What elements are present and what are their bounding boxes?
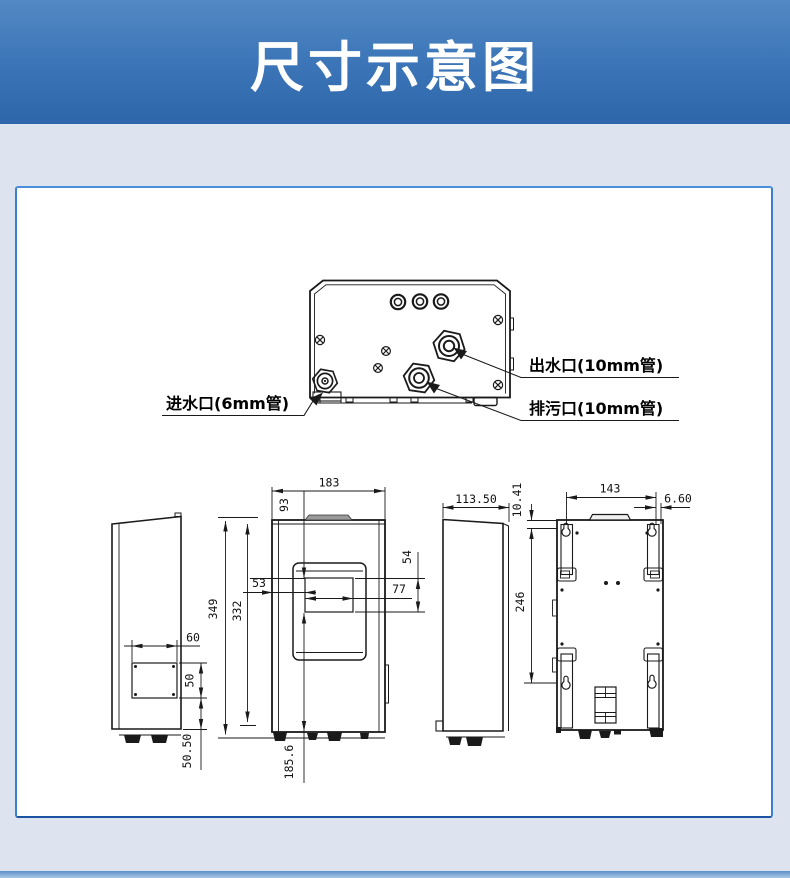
foot (124, 735, 141, 743)
svg-text:349: 349 (206, 599, 220, 620)
dim-front-height-overall: 349 (206, 517, 305, 739)
foot (599, 731, 611, 738)
svg-text:54: 54 (400, 550, 414, 564)
inlet-label: 进水口(6mm管) (166, 394, 289, 413)
dim-window-width: 77 (305, 582, 412, 601)
foot (578, 730, 592, 739)
back-left-tab (552, 599, 558, 617)
svg-text:50.50: 50.50 (180, 734, 194, 769)
dim-back-mount-span-v: 246 (513, 528, 557, 684)
svg-text:183: 183 (319, 476, 340, 490)
dim-side-box-to-bottom: 50.50 (180, 698, 207, 770)
dim-front-width: 183 (271, 476, 386, 519)
dim-side-box-height: 50 (179, 662, 207, 699)
leader-arrow (426, 381, 440, 394)
junction-box (131, 662, 178, 699)
svg-text:77: 77 (392, 582, 406, 596)
back-left-tab (552, 657, 558, 673)
back-screw-dots (560, 531, 660, 646)
side-view-left: 60 50 50.50 (111, 512, 207, 770)
drain-label: 排污口(10mm管) (529, 399, 663, 418)
top-view-foot (473, 396, 498, 407)
outlet-label: 出水口(10mm管) (529, 356, 663, 375)
foot (466, 737, 483, 746)
left-view-top-tab (174, 512, 182, 517)
junction-box-screws (134, 665, 175, 696)
screen-bezel (292, 562, 367, 661)
terminal-block (594, 686, 617, 724)
leader-arrow (309, 392, 323, 406)
svg-text:143: 143 (600, 482, 621, 496)
dim-back-mount-edge-offset: 6.60 (634, 492, 692, 524)
drain-callout: 排污口(10mm管) (426, 381, 679, 422)
diagram-panel (15, 186, 773, 818)
back-view: 143 6.60 10.41 246 (510, 482, 692, 739)
svg-text:6.60: 6.60 (664, 492, 692, 506)
drain-fitting (402, 362, 436, 394)
back-top-tab (588, 513, 632, 521)
display-window (304, 577, 354, 613)
foot (556, 727, 561, 733)
dim-front-top-to-window: 93 (250, 491, 307, 579)
svg-text:53: 53 (252, 576, 266, 590)
top-view-right-tab (509, 317, 514, 331)
top-view-inner-outline (314, 284, 506, 394)
foot (448, 737, 462, 745)
screw-icon (314, 314, 504, 391)
svg-text:246: 246 (513, 592, 527, 613)
dim-back-top-to-mount: 10.41 (510, 483, 557, 529)
side-view-right: 113.50 (435, 492, 510, 746)
leader-arrow (453, 347, 467, 360)
foot (273, 732, 287, 741)
page-title: 尺寸示意图 (250, 35, 540, 99)
top-view-right-tab (509, 357, 514, 371)
header-banner: 尺寸示意图 (0, 0, 790, 124)
footer-bar (0, 871, 790, 878)
top-view-tab (389, 397, 398, 403)
svg-text:50: 50 (183, 674, 197, 688)
top-view-tab (410, 397, 419, 403)
svg-text:10.41: 10.41 (510, 483, 524, 518)
front-top-cap (304, 514, 353, 521)
keyhole-slots (561, 522, 657, 690)
dim-window-height: 54 (355, 550, 425, 613)
svg-text:93: 93 (277, 498, 291, 512)
dim-depth: 113.50 (442, 492, 510, 522)
inlet-fitting (311, 368, 339, 394)
foot (360, 733, 369, 739)
front-right-tab (384, 664, 389, 704)
foot (649, 728, 663, 737)
outlet-callout: 出水口(10mm管) (453, 347, 679, 379)
foot (614, 730, 621, 735)
right-view-outline (442, 518, 504, 732)
dim-side-box-width: 60 (124, 631, 200, 662)
outlet-fitting (432, 329, 466, 363)
dim-back-mount-span-h: 143 (566, 482, 657, 524)
front-view-outline (271, 519, 386, 733)
dim-window-to-bottom: 185.6 (282, 613, 307, 783)
left-view-outline (111, 515, 182, 730)
dim-front-height-body: 332 (230, 524, 256, 726)
inlet-callout: 进水口(6mm管) (162, 392, 323, 417)
foot (151, 735, 168, 743)
svg-text:332: 332 (230, 601, 244, 622)
svg-text:60: 60 (186, 631, 200, 645)
svg-text:113.50: 113.50 (455, 492, 497, 506)
right-view-bottom-tab (435, 720, 444, 732)
dim-front-left-to-window: 53 (243, 576, 316, 595)
front-view: 183 93 53 77 (243, 476, 425, 783)
knob-rings (389, 293, 450, 311)
svg-text:185.6: 185.6 (282, 745, 296, 780)
top-view-tab (345, 397, 354, 403)
foot (307, 733, 318, 740)
foot (327, 732, 342, 741)
top-view-outline (309, 279, 511, 399)
top-view: 出水口(10mm管) 排污口(10mm管) 进水口(6mm管) (162, 279, 679, 422)
